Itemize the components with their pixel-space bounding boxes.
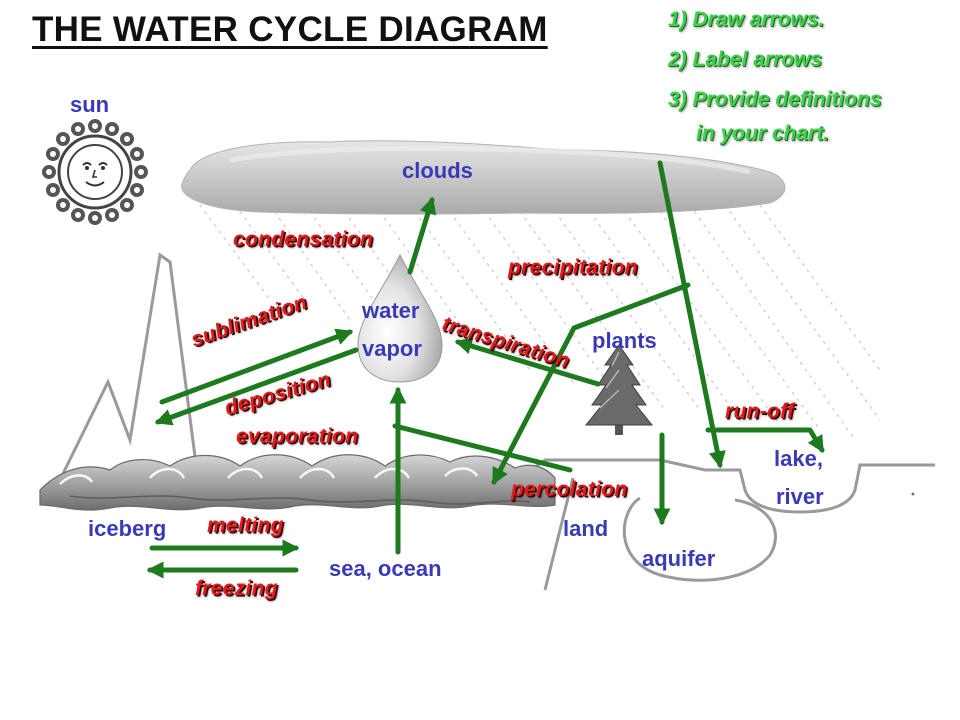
process-run-off: run-off [725, 400, 795, 423]
wave-icon [39, 454, 556, 511]
process-evaporation: evaporation [236, 425, 359, 448]
arrows [146, 160, 825, 579]
sun-icon [42, 119, 148, 225]
instruction-3: 3) Provide definitions [668, 88, 882, 111]
marker-dot [911, 492, 915, 496]
label-land: land [563, 516, 609, 541]
arrow-land-to-sea [392, 423, 573, 473]
label-river: river [776, 484, 824, 509]
arrow-sublimation [159, 328, 354, 405]
arrow-precipitation-land [491, 282, 691, 486]
arrow-precipitation [657, 160, 726, 469]
arrow-transpiration [454, 337, 601, 387]
arrow-deposition [154, 347, 359, 426]
label-lake: lake, [774, 446, 823, 471]
label-water: water [362, 298, 420, 323]
label-clouds: clouds [402, 158, 473, 183]
instruction-1: 1) Draw arrows. [668, 8, 825, 31]
mountain-icon [53, 252, 200, 491]
water-drop-icon [357, 253, 443, 383]
label-vapor: vapor [362, 336, 422, 361]
page-title: THE WATER CYCLE DIAGRAM [32, 10, 548, 49]
label-sea-ocean: sea, ocean [329, 556, 442, 581]
process-precipitation: precipitation [508, 256, 638, 279]
cloud-icon [181, 140, 786, 215]
tree-icon [584, 344, 654, 435]
label-iceberg: iceberg [88, 516, 167, 541]
label-sun: sun [70, 92, 110, 117]
label-aquifer: aquifer [642, 546, 716, 571]
process-condensation: condensation [233, 228, 374, 251]
instruction-3-continued: in your chart. [696, 122, 830, 145]
process-melting: melting [207, 514, 284, 537]
label-plants: plants [592, 328, 657, 353]
process-percolation: percolation [511, 478, 628, 501]
arrow-run-off [705, 427, 825, 453]
instruction-2: 2) Label arrows [668, 48, 823, 71]
arrow-condensation [407, 196, 437, 275]
ground-outline [519, 458, 935, 591]
process-freezing: freezing [195, 577, 278, 600]
